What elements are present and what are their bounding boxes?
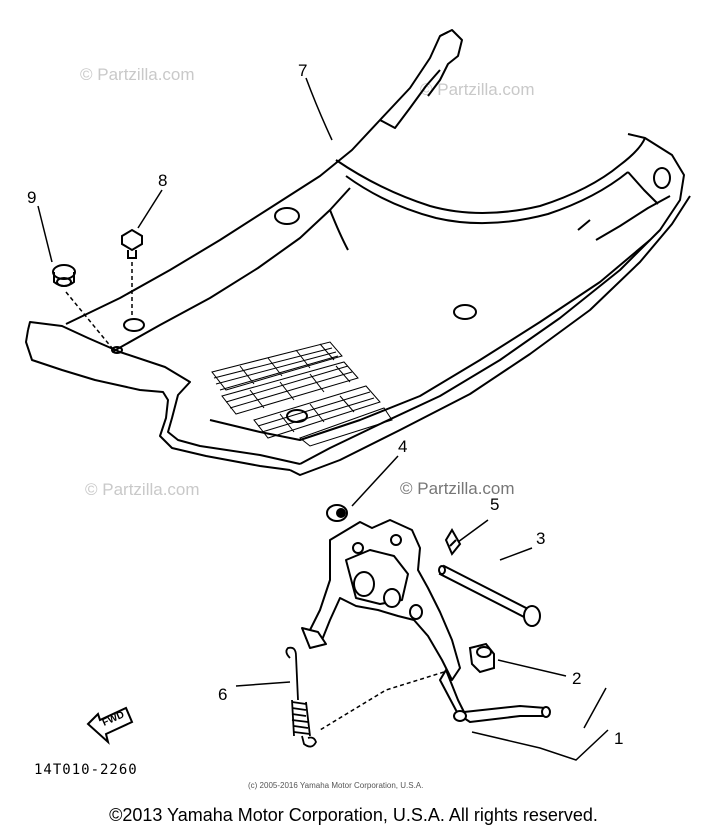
- panel-holes: [111, 167, 671, 423]
- callout-6: 6: [218, 685, 227, 704]
- side-stand-part-1: [301, 519, 551, 723]
- watermark-top-left: © Partzilla.com: [80, 65, 195, 84]
- callout-8: 8: [158, 171, 167, 190]
- callout-3: 3: [536, 529, 545, 548]
- grommet-part-9: [52, 264, 76, 287]
- callout-5: 5: [490, 495, 499, 514]
- bushing-part-2: [468, 642, 495, 674]
- watermark-mid-left: © Partzilla.com: [85, 480, 200, 499]
- shaft-part-3: [438, 564, 541, 627]
- floor-board-part-7: [25, 29, 691, 476]
- diagram-ref-code: 14T010-2260: [34, 762, 138, 778]
- fwd-arrow-icon: FWD: [86, 706, 134, 745]
- leader-lines: [37, 77, 609, 761]
- callout-2: 2: [572, 669, 581, 688]
- footer-copyright: ©2013 Yamaha Motor Corporation, U.S.A. A…: [109, 805, 598, 825]
- callout-1: 1: [614, 729, 623, 748]
- watermark-mid-right: © Partzilla.com: [400, 479, 515, 498]
- watermark-top-right: © Partzilla.com: [420, 80, 535, 99]
- small-copyright: (c) 2005-2016 Yamaha Motor Corporation, …: [248, 781, 423, 790]
- spring-part-6: [285, 646, 317, 748]
- washer-part-4: [326, 504, 348, 522]
- callout-7: 7: [298, 61, 307, 80]
- floor-grip-mesh: [211, 341, 393, 447]
- clip-part-5: [444, 528, 462, 556]
- callout-4: 4: [398, 437, 407, 456]
- bolt-part-8: [121, 228, 143, 259]
- callout-9: 9: [27, 188, 36, 207]
